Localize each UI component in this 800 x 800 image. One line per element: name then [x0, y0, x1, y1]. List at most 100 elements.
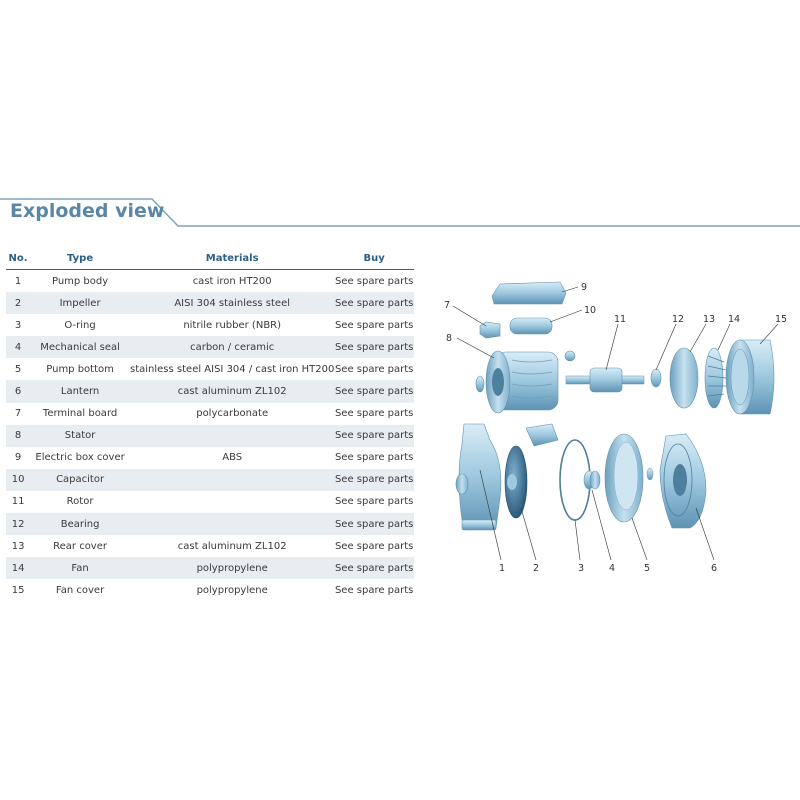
callout-5: 5 [644, 563, 650, 574]
cell-buy[interactable]: See spare parts [334, 513, 414, 536]
cell-materials: stainless steel AISI 304 / cast iron HT2… [130, 363, 335, 375]
cell-no: 9 [14, 452, 22, 464]
cell-buy[interactable]: See spare parts [334, 540, 414, 552]
column-header-materials: Materials [130, 247, 335, 270]
cell-no: 1 [14, 275, 22, 287]
cell-no: 15 [11, 584, 25, 596]
cell-materials [130, 491, 334, 513]
callout-11: 11 [614, 314, 626, 325]
cell-no: 7 [14, 408, 22, 420]
table-row: 9 Electric box cover ABS See spare parts [6, 447, 414, 469]
cell-materials: ABS [222, 452, 243, 464]
part-rotor [565, 367, 645, 393]
cell-materials [130, 424, 335, 447]
cell-buy[interactable]: See spare parts [334, 557, 414, 580]
cell-materials: cast iron HT200 [192, 275, 272, 287]
table-row: 11 Rotor See spare parts [6, 491, 414, 513]
table-row: 7 Terminal board polycarbonate See spare pa… [6, 403, 414, 425]
cell-no: 5 [14, 363, 22, 375]
part-impeller [504, 445, 528, 519]
callout-1: 1 [499, 563, 505, 574]
callout-3: 3 [578, 563, 584, 574]
callout-9: 9 [581, 282, 587, 293]
cell-no: 3 [14, 319, 22, 331]
part-fan-cover [725, 339, 775, 415]
callout-8: 8 [446, 333, 452, 344]
cell-no: 12 [6, 513, 31, 536]
column-header-buy: Buy [334, 247, 414, 270]
callout-10: 10 [584, 305, 596, 316]
cell-buy[interactable]: See spare parts [334, 424, 414, 447]
cell-type: Bearing [30, 513, 130, 536]
cell-buy[interactable]: See spare parts [334, 363, 414, 375]
cell-type: Impeller [30, 292, 130, 315]
table-header-row: No. Type Materials Buy [6, 247, 414, 270]
cell-materials: carbon / ceramic [130, 336, 335, 359]
cell-no: 10 [6, 468, 31, 491]
part-electric-box-cover [491, 281, 567, 305]
callout-7: 7 [444, 300, 450, 311]
part-mechanical-seal [583, 470, 601, 490]
cell-no: 2 [6, 292, 31, 315]
parts-table: No. Type Materials Buy 1 Pump body cast ir… [6, 247, 414, 601]
table-row: 15 Fan cover polypropylene See spare parts [6, 579, 414, 601]
part-capacitor [509, 317, 553, 335]
callout-14: 14 [728, 314, 740, 325]
cell-type: Stator [30, 424, 130, 447]
part-bearing [650, 368, 662, 388]
cell-buy[interactable]: See spare parts [334, 292, 414, 315]
cell-materials: AISI 304 stainless steel [130, 292, 335, 315]
cell-no: 8 [6, 424, 31, 447]
table-row: 5 Pump bottom stainless steel AISI 304 / c… [6, 358, 414, 380]
leader-lines [452, 286, 779, 561]
cell-type: Fan cover [55, 584, 105, 596]
callout-4: 4 [609, 563, 615, 574]
cell-materials [130, 513, 335, 536]
cell-type: Pump body [51, 275, 109, 287]
cell-type: Capacitor [30, 468, 130, 491]
cell-buy[interactable]: See spare parts [334, 380, 414, 403]
cell-buy[interactable]: See spare parts [334, 468, 414, 491]
cell-buy[interactable]: See spare parts [334, 584, 414, 596]
cell-buy[interactable]: See spare parts [334, 319, 414, 331]
part-terminal-board [479, 321, 501, 339]
cell-buy[interactable]: See spare parts [334, 496, 414, 508]
cell-type: Mechanical seal [30, 336, 130, 359]
cell-type: Rear cover [53, 540, 107, 552]
cell-buy[interactable]: See spare parts [334, 452, 414, 464]
cell-buy[interactable]: See spare parts [334, 336, 414, 359]
cell-no: 4 [6, 336, 31, 359]
part-pump-bottom [604, 433, 644, 523]
cell-buy[interactable]: See spare parts [334, 408, 414, 420]
part-bracket [525, 423, 559, 447]
cell-materials: cast aluminum ZL102 [130, 380, 335, 403]
part-pump-body [455, 423, 502, 531]
table-row: 1 Pump body cast iron HT200 See spare parts [6, 270, 414, 293]
callout-2: 2 [533, 563, 539, 574]
cell-no: 6 [6, 380, 31, 403]
part-rear-cover [669, 347, 699, 409]
cell-type: Terminal board [42, 408, 118, 420]
cell-buy[interactable]: See spare parts [334, 275, 414, 287]
cell-type: Lantern [30, 380, 130, 403]
cell-type: Rotor [66, 496, 94, 508]
cell-materials: polypropylene [196, 584, 268, 596]
part-stator [475, 350, 576, 414]
cell-type: Fan [30, 557, 130, 580]
part-lantern [659, 433, 707, 529]
cell-materials: polycarbonate [196, 408, 269, 420]
cell-type: Electric box cover [35, 452, 125, 464]
column-header-type: Type [30, 247, 130, 270]
cell-type: Pump bottom [46, 363, 114, 375]
cell-no: 11 [11, 496, 25, 508]
cell-materials: nitrile rubber (NBR) [183, 319, 282, 331]
